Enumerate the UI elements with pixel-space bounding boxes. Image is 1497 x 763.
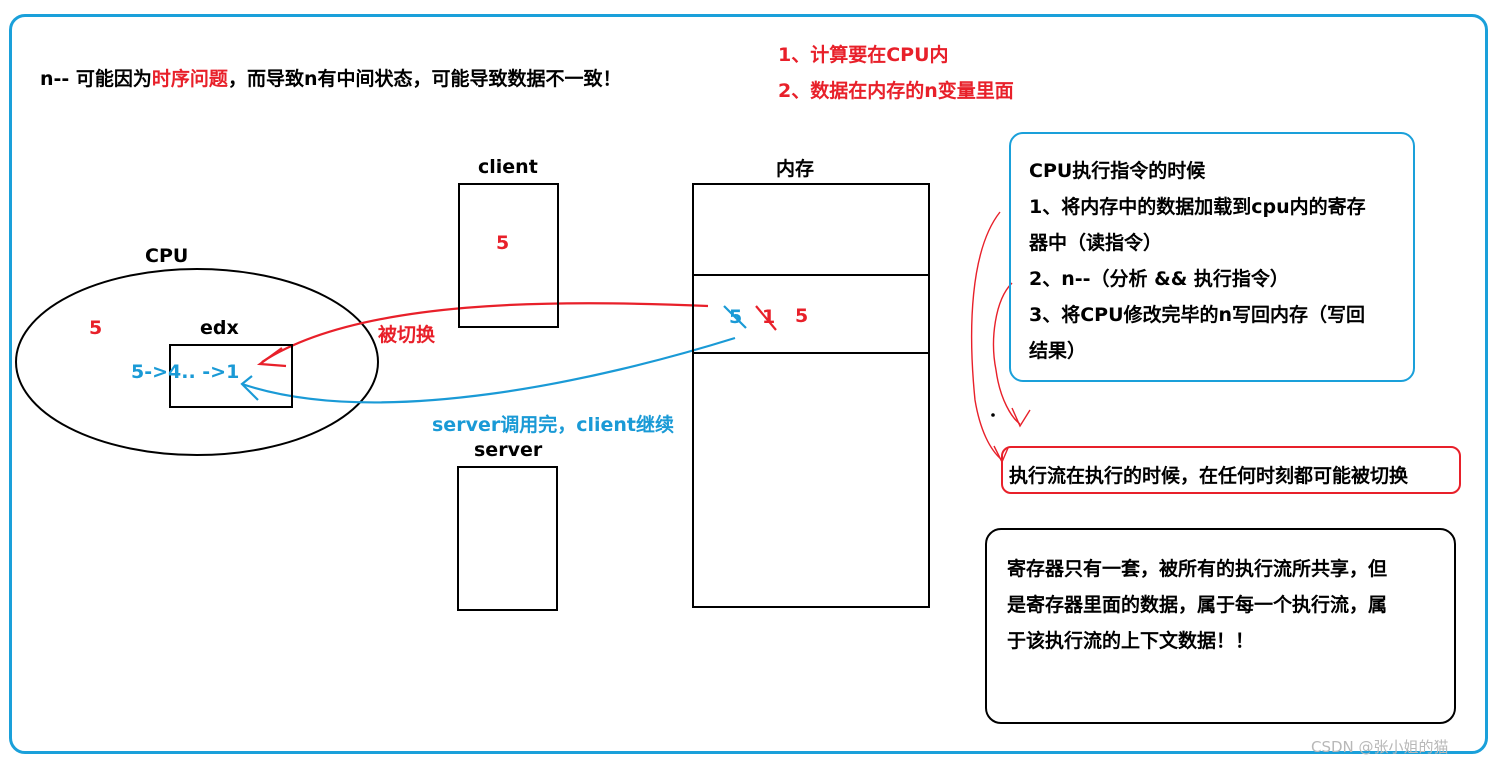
switch-note-text: 执行流在执行的时候，在任何时刻都可能被切换	[1009, 465, 1409, 487]
strike-mark-1	[723, 305, 747, 329]
memory-box	[692, 183, 930, 608]
register-note-line: 寄存器只有一套，被所有的执行流所共享，但	[1007, 558, 1388, 580]
switch-label: 被切换	[378, 324, 436, 346]
cpu-note-line: 器中（读指令）	[1029, 232, 1163, 254]
edx-register-value: 5->4.. ->1	[131, 361, 240, 383]
title-line: n-- 可能因为时序问题，而导致n有中间状态，可能导致数据不一致！	[40, 64, 621, 91]
client-label: client	[478, 156, 538, 178]
cpu-note-box	[1009, 132, 1415, 382]
memory-old-value: 5	[729, 306, 743, 328]
cpu-note-line: 结果）	[1029, 340, 1087, 362]
switch-arrow	[261, 302, 709, 363]
cpu-value: 5	[89, 317, 103, 339]
client-value: 5	[496, 232, 510, 254]
cpu-note-text: CPU执行指令的时候 1、将内存中的数据加载到cpu内的寄存 器中（读指令） 2…	[1029, 153, 1366, 369]
memory-label: 内存	[776, 158, 815, 180]
red-curve-2-head	[1011, 407, 1031, 428]
top-note-2: 2、数据在内存的n变量里面	[778, 80, 1014, 102]
top-note-1: 1、计算要在CPU内	[778, 44, 949, 66]
cpu-note-line: 2、n--（分析 && 执行指令）	[1029, 268, 1289, 290]
strike-mark-2	[755, 305, 777, 331]
resume-arrow	[241, 336, 736, 404]
resume-arrow-head	[240, 375, 259, 401]
title-suffix: ，而导致n有中间状态，可能导致数据不一致！	[227, 68, 622, 90]
register-note-line: 于该执行流的上下文数据！！	[1007, 630, 1255, 652]
red-curve-2	[992, 282, 1021, 425]
red-curve-1	[970, 211, 1003, 461]
resume-label: server调用完，client继续	[432, 414, 674, 436]
register-note-box	[985, 528, 1456, 724]
edx-label: edx	[200, 317, 239, 339]
switch-arrow-head	[256, 347, 287, 368]
cpu-note-line: 1、将内存中的数据加载到cpu内的寄存	[1029, 196, 1366, 218]
client-box	[458, 183, 559, 328]
cpu-note-line: 3、将CPU修改完毕的n写回内存（写回	[1029, 304, 1366, 326]
memory-struck-value: 1	[762, 306, 776, 328]
switch-note-box	[1001, 446, 1461, 494]
server-label: server	[474, 439, 543, 461]
cpu-ellipse	[15, 268, 379, 456]
register-note-text: 寄存器只有一套，被所有的执行流所共享，但 是寄存器里面的数据，属于每一个执行流，…	[1007, 551, 1387, 659]
cpu-note-line: CPU执行指令的时候	[1029, 160, 1206, 182]
title-prefix: n-- 可能因为	[40, 68, 152, 90]
memory-current-value: 5	[795, 305, 809, 327]
cpu-label: CPU	[145, 245, 189, 267]
watermark: CSDN @张小姐的猫	[1311, 738, 1449, 756]
title-highlight: 时序问题	[151, 68, 228, 90]
outer-frame	[9, 14, 1488, 754]
register-note-line: 是寄存器里面的数据，属于每一个执行流，属	[1007, 594, 1388, 616]
edx-register-box	[169, 344, 293, 408]
server-box	[457, 466, 558, 611]
small-dot	[991, 413, 995, 417]
memory-cell-n	[692, 274, 930, 354]
